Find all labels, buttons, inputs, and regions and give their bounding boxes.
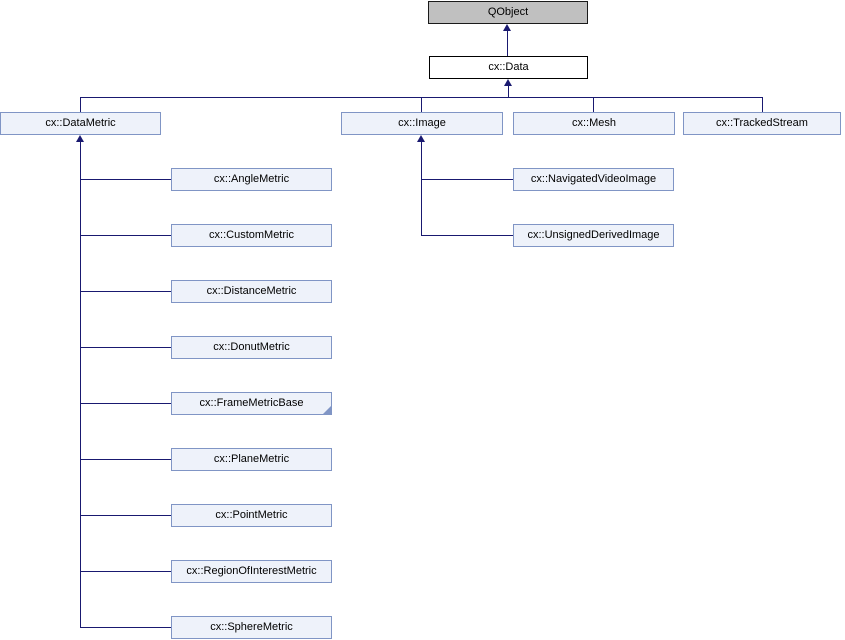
edge-image-trunk — [421, 141, 422, 236]
node-cx-planemetric[interactable]: cx::PlaneMetric — [171, 448, 332, 471]
edge-branch-distancemetric — [80, 291, 171, 292]
node-cx-trackedstream[interactable]: cx::TrackedStream — [683, 112, 841, 135]
truncated-subclasses-fold-icon — [323, 406, 331, 414]
node-cx-pointmetric[interactable]: cx::PointMetric — [171, 504, 332, 527]
edge-branch-unsignedderivedimage — [421, 235, 513, 236]
edge-branch-pointmetric — [80, 515, 171, 516]
arrowhead-children-to-image — [417, 135, 425, 142]
edge-branch-regionofinterestmetric — [80, 571, 171, 572]
edge-branch-spheremetric — [80, 627, 171, 628]
edge-stub-datametric — [80, 97, 81, 112]
node-cx-unsignedderivedimage[interactable]: cx::UnsignedDerivedImage — [513, 224, 674, 247]
edge-branch-framemetricbase — [80, 403, 171, 404]
edge-stub-mesh — [593, 97, 594, 112]
edge-branch-donutmetric — [80, 347, 171, 348]
edge-branch-navigatedvideoimage — [421, 179, 513, 180]
edge-datametric-trunk — [80, 141, 81, 628]
arrowhead-data-to-qobject — [503, 24, 511, 31]
node-cx-mesh[interactable]: cx::Mesh — [513, 112, 675, 135]
edge-data-to-qobject — [507, 30, 508, 56]
node-cx-distancemetric[interactable]: cx::DistanceMetric — [171, 280, 332, 303]
node-cx-donutmetric[interactable]: cx::DonutMetric — [171, 336, 332, 359]
node-cx-spheremetric[interactable]: cx::SphereMetric — [171, 616, 332, 639]
node-cx-data: cx::Data — [429, 56, 588, 79]
node-cx-framemetricbase[interactable]: cx::FrameMetricBase — [171, 392, 332, 415]
edge-branch-anglemetric — [80, 179, 171, 180]
edge-branch-custommetric — [80, 235, 171, 236]
node-cx-navigatedvideoimage[interactable]: cx::NavigatedVideoImage — [513, 168, 674, 191]
node-qobject: QObject — [428, 1, 588, 24]
node-cx-anglemetric[interactable]: cx::AngleMetric — [171, 168, 332, 191]
edge-bus-to-data — [508, 85, 509, 97]
edge-stub-trackedstream — [762, 97, 763, 112]
edge-stub-image — [421, 97, 422, 112]
edge-branch-planemetric — [80, 459, 171, 460]
node-cx-custommetric[interactable]: cx::CustomMetric — [171, 224, 332, 247]
node-cx-regionofinterestmetric[interactable]: cx::RegionOfInterestMetric — [171, 560, 332, 583]
node-cx-framemetricbase-label: cx::FrameMetricBase — [199, 397, 304, 409]
node-cx-image[interactable]: cx::Image — [341, 112, 503, 135]
node-cx-datametric[interactable]: cx::DataMetric — [0, 112, 161, 135]
arrowhead-children-to-data — [504, 79, 512, 86]
arrowhead-children-to-datametric — [76, 135, 84, 142]
